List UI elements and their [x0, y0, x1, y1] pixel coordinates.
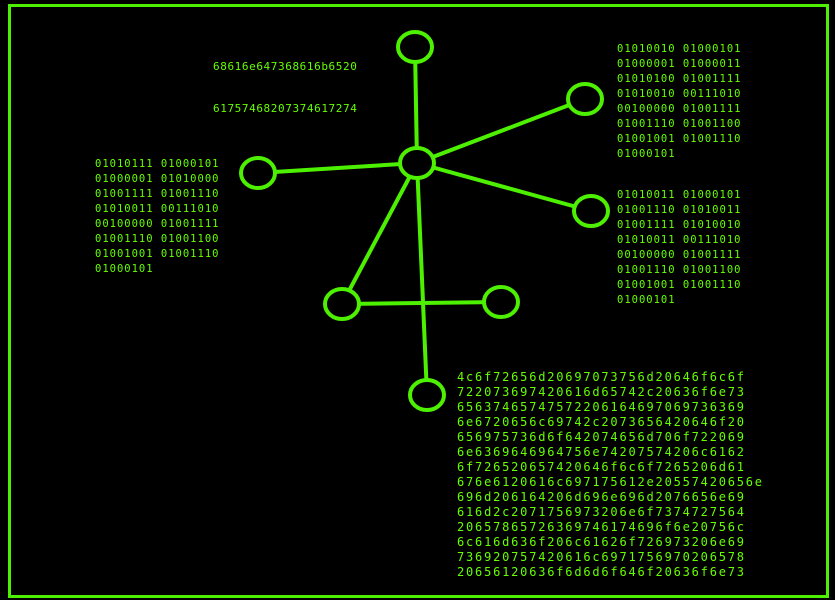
data-line: 01000101 [617, 294, 676, 306]
data-line: 00100000 01001111 [95, 218, 220, 230]
data-line: 4c6f72656d20697073756d20646f6c6f [457, 370, 746, 384]
edge-hub-top [413, 45, 419, 165]
data-line: 01001001 01001110 [617, 133, 742, 145]
data-line: 00100000 01001111 [617, 249, 742, 261]
edge-hub-sensors [415, 161, 593, 213]
data-line: 696d206164206d696e696d2076656e69 [457, 490, 746, 504]
node-weapons[interactable] [239, 156, 277, 190]
sensors-status-binary: 01010011 01000101 01001110 01010011 010011… [617, 188, 741, 308]
data-line: 01010111 01000101 [95, 158, 220, 170]
reactor-status-binary: 01010010 01000101 01000001 01000011 010101… [617, 42, 741, 162]
data-line: 676e6120616c697175612e20557420656e [457, 475, 764, 489]
data-line: 01001110 01001100 [95, 233, 220, 245]
data-line: 01000101 [617, 148, 676, 160]
data-line: 01000001 01010000 [95, 173, 220, 185]
data-line: 01010011 01000101 [617, 189, 742, 201]
edge-hub-lower-left [340, 161, 419, 306]
data-line: 01001110 01001100 [617, 118, 742, 130]
label-line: 68616e647368616b6520 [213, 60, 358, 73]
data-line: 01001111 01001110 [95, 188, 220, 200]
node-lower-right[interactable] [482, 285, 520, 319]
data-line: 01001110 01010011 [617, 204, 742, 216]
data-line: 01001110 01001100 [617, 264, 742, 276]
data-line: 616d2c2071756973206e6f7374727564 [457, 505, 746, 519]
data-line: 01001001 01001110 [617, 279, 742, 291]
data-line: 20656120636f6d6d6f646f20636f6e73 [457, 565, 746, 579]
data-line: 6c616d636f206c61626f726973206e69 [457, 535, 746, 549]
data-line: 00100000 01001111 [617, 103, 742, 115]
node-reactor[interactable] [566, 82, 604, 116]
data-line: 6e6369646964756e74207574206c6162 [457, 445, 746, 459]
data-line: 6f726520657420646f6c6f7265206d61 [457, 460, 746, 474]
node-bottom[interactable] [408, 378, 446, 412]
label-line: 61757468207374617274 [213, 102, 358, 115]
node-top[interactable] [396, 30, 434, 64]
weapons-status-binary: 01010111 01000101 01000001 01010000 010011… [95, 157, 219, 277]
edge-hub-reactor [415, 97, 587, 165]
data-line: 01000001 01000011 [617, 58, 742, 70]
data-line: 20657865726369746174696f6e20756c [457, 520, 746, 534]
screen-border [8, 4, 829, 598]
node-sensors[interactable] [572, 194, 610, 228]
data-line: 01010011 00111010 [617, 234, 742, 246]
data-line: 01010011 00111010 [95, 203, 220, 215]
data-line: 65637465747572206164697069736369 [457, 400, 746, 414]
data-line: 736920757420616c6971756970206578 [457, 550, 746, 564]
top-node-label: 68616e647368616b6520 6175746820737461727… [213, 32, 357, 144]
data-line: 01001111 01010010 [617, 219, 742, 231]
data-line: 01010010 00111010 [617, 88, 742, 100]
data-line: 01010100 01001111 [617, 73, 742, 85]
data-line: 6e6720656c69742c2073656420646f20 [457, 415, 746, 429]
data-line: 01010010 01000101 [617, 43, 742, 55]
data-line: 722073697420616d65742c20636f6e73 [457, 385, 746, 399]
node-lower-left[interactable] [323, 287, 361, 321]
edge-hub-bottom [415, 161, 429, 397]
data-line: 656975736d6f642074656d706f722069 [457, 430, 746, 444]
node-hub[interactable] [398, 146, 436, 180]
data-line: 01001001 01001110 [95, 248, 220, 260]
data-line: 01000101 [95, 263, 154, 275]
edge-hub-weapons [256, 161, 419, 175]
